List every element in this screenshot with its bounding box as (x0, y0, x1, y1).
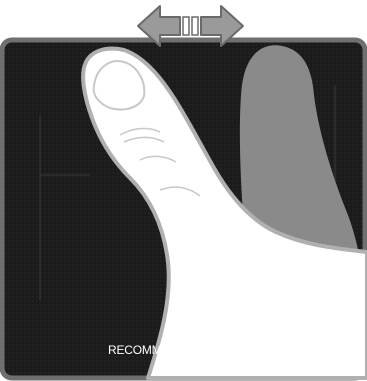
recommendation-caption: RECOMM, (108, 343, 165, 357)
